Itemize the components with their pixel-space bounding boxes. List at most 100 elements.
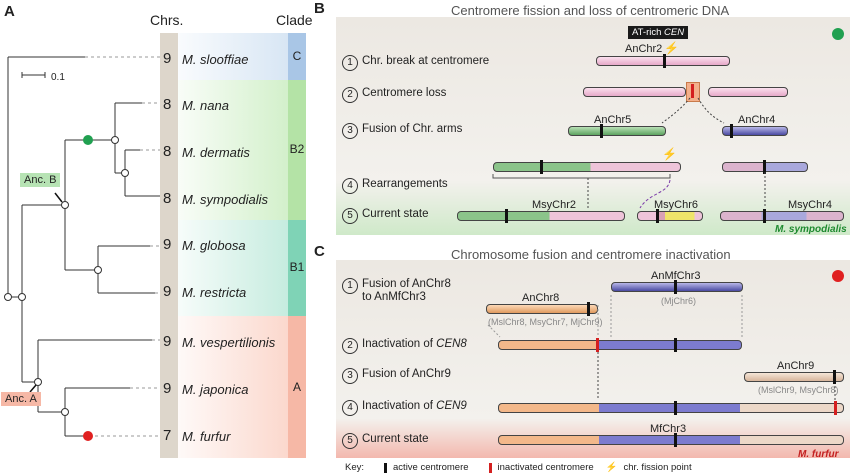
species-nana: M. nana [182,98,229,113]
anchr9-bar [744,372,844,382]
msychr2-centromere [505,209,508,223]
label-mjchr6: (MjChr6) [661,296,696,306]
anchr5-bar [568,126,666,136]
msychr4-bar [720,211,844,221]
label-msychr6: MsyChr6 [654,199,699,211]
lost-centromere-mark [691,84,694,98]
label-msychr4: MsyChr4 [788,199,833,211]
c-step4-bar [498,403,844,413]
chrs-furfur: 7 [163,427,172,444]
b-step-5-text: Current state [362,208,429,220]
c-step-2-num: 2 [342,338,358,354]
c-step-4-num: 4 [342,400,358,416]
b-step-3-text: Fusion of Chr. arms [362,123,463,135]
label-anchr2: AnChr2 [625,43,663,55]
inactivated-cen8 [596,338,599,352]
panel-c-background [336,260,850,458]
step4-fused-bar [493,162,681,172]
anchr4-centromere [730,124,733,138]
panel-c-letter: C [314,243,325,260]
c-step-1-num: 1 [342,278,358,294]
clade-b2: B2 [288,80,306,220]
c-step-5: 5 Current state [342,433,428,449]
panel-b-species: M. sympodialis [775,224,847,235]
key-label: Key: [345,462,365,473]
row-bg-b2 [160,80,288,220]
panel-b-letter: B [314,0,325,17]
chrs-header: Chrs. [150,12,184,28]
label-anchr8: AnChr8 [522,292,560,304]
c-step-4-italic: CEN9 [436,400,467,412]
species-sympodialis: M. sympodialis [182,192,268,207]
badge-prefix: AT-rich [632,27,665,38]
clade-b1: B1 [288,220,306,316]
inactivated-cen9 [834,401,837,415]
c-step-5-num: 5 [342,433,358,449]
label-msychr2: MsyChr2 [532,199,577,211]
step2-right-arm [708,87,788,97]
clade-header: Clade [276,12,313,28]
row-bg-c [160,33,288,80]
panel-a-letter: A [4,3,15,20]
panel-b-title: Centromere fission and loss of centromer… [451,3,730,18]
mfchr3-centromere [674,433,677,447]
key-active: active centromere [393,462,469,473]
anc-a-label: Anc. A [1,392,41,406]
key-inactive: inactivated centromere [497,462,594,473]
scale-label: 0.1 [51,72,65,83]
clade-a-label: A [292,380,301,394]
clade-b1-label: B1 [289,260,305,274]
c-step-3-num: 3 [342,368,358,384]
b-step-1-text: Chr. break at centromere [362,55,490,67]
row-bg-b1 [160,220,288,316]
at-rich-cen-badge: AT-rich CEN [628,26,689,39]
step4-arrow-right [764,172,766,208]
c-step-5-text: Current state [362,433,429,445]
phylogenetic-tree [4,56,160,441]
clade-c-label: C [292,49,302,63]
label-mfchr3: MfChr3 [650,423,687,435]
c-step4-active-centromere [674,401,677,415]
panel-c-title: Chromosome fusion and centromere inactiv… [451,247,731,262]
species-furfur: M. furfur [182,429,231,444]
clade-a: A [288,316,306,458]
species-dermatis: M. dermatis [182,145,250,160]
panel-c-species: M. furfur [798,449,839,460]
anmfchr3-centromere [674,280,677,294]
c-step-4-text: Inactivation of [362,400,437,412]
anmfchr3-bar [611,282,743,292]
fission-icon-1: ⚡ [664,41,679,55]
fission-icon-2: ⚡ [662,147,677,161]
row-bg-a [160,316,288,458]
label-anmfchr3: AnMfChr3 [651,270,701,282]
red-dot-icon [832,270,844,282]
step4-bracket [492,174,671,209]
chrs-restricta: 9 [163,283,172,300]
msychr6-bar [637,211,703,221]
b-step-4-text: Rearrangements [362,178,448,190]
fusion-arrows [661,97,725,124]
key-legend: Key: active centromere inactivated centr… [345,462,692,473]
anchr8-centromere [587,302,590,316]
chrs-nana: 8 [163,96,172,113]
label-anchr9: AnChr9 [777,360,815,372]
c-step1-guides [487,295,743,338]
clade-c: C [288,33,306,80]
active-centromere-icon [384,462,388,473]
label-anchr8-sub: (MslChr8, MsyChr7, MjChr9) [488,317,603,327]
chrs-column [160,33,178,458]
chrs-globosa: 9 [163,236,172,253]
inactive-centromere-icon [488,462,492,473]
label-anchr5: AnChr5 [594,114,632,126]
label-anchr9-sub: (MslChr9, MsyChr8) [758,385,839,395]
chrs-japonica: 9 [163,380,172,397]
c-step2-active-centromere [674,338,677,352]
chrs-slooffiae: 9 [163,50,172,67]
b-step-1: 1 Chr. break at centromere [342,55,489,71]
green-dot-icon [832,28,844,40]
b-step-1-num: 1 [342,55,358,71]
